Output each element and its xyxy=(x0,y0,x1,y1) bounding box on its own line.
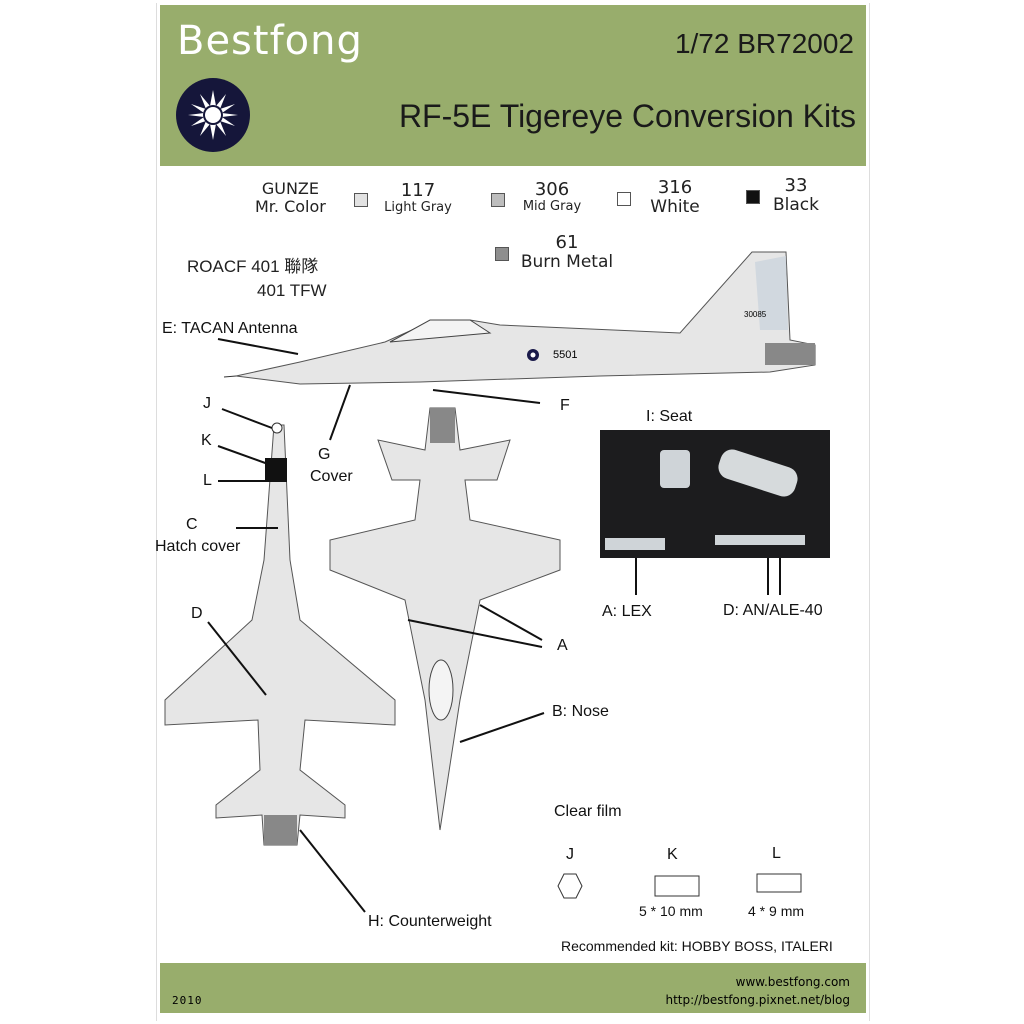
footer-url-website[interactable]: www.bestfong.com xyxy=(735,975,850,989)
kit-title: RF-5E Tigereye Conversion Kits xyxy=(398,98,856,134)
callout-g-cover: Cover xyxy=(310,468,353,485)
callout-a-lex: A: LEX xyxy=(602,603,652,620)
bottom-view-aircraft xyxy=(164,422,396,846)
clear-film-title: Clear film xyxy=(554,803,622,820)
callout-b: B: Nose xyxy=(552,703,609,720)
callout-i-seat: I: Seat xyxy=(646,408,693,425)
tail-number: 30085 xyxy=(744,310,767,319)
swatch-mid-gray xyxy=(491,193,505,207)
clear-film-l-label: L xyxy=(772,845,781,862)
brand-logo: Bestfong xyxy=(177,18,363,64)
side-view-aircraft xyxy=(223,251,816,385)
callout-f: F xyxy=(560,397,570,414)
roc-roundel-icon xyxy=(176,78,250,152)
swatch-burn-metal xyxy=(495,247,509,261)
recommended-kit: Recommended kit: HOBBY BOSS, ITALERI xyxy=(561,938,833,954)
clear-film-l-size: 4 * 9 mm xyxy=(748,903,805,919)
callout-lines xyxy=(207,338,781,913)
footer-links: www.bestfong.com http://bestfong.pixnet.… xyxy=(665,973,850,1009)
clear-film-k-label: K xyxy=(667,846,678,863)
footer-url-blog[interactable]: http://bestfong.pixnet.net/blog xyxy=(665,993,850,1007)
callout-c: C xyxy=(186,516,198,533)
top-view-aircraft xyxy=(329,407,561,831)
paint-maker: GUNZE Mr. Color xyxy=(255,180,326,215)
seat-part xyxy=(660,450,690,488)
callout-j: J xyxy=(203,395,211,412)
callout-l: L xyxy=(203,472,212,489)
swatch-white xyxy=(617,192,631,206)
callout-a: A xyxy=(557,637,568,654)
nose-part xyxy=(715,446,801,500)
maker-line2: Mr. Color xyxy=(255,196,326,216)
footer-year: 2010 xyxy=(172,994,203,1007)
swatch-black xyxy=(746,190,760,204)
callout-c-hatch: Hatch cover xyxy=(155,538,241,555)
callout-d-ale40: D: AN/ALE-40 xyxy=(723,602,823,619)
swatch-light-gray xyxy=(354,193,368,207)
resin-parts-photo xyxy=(600,430,830,558)
callout-h: H: Counterweight xyxy=(368,913,492,930)
clear-film-j-shape xyxy=(557,873,583,899)
maker-line1: GUNZE xyxy=(261,179,319,198)
lex-part xyxy=(605,538,665,550)
clear-film-l-shape xyxy=(756,873,802,893)
callout-e: E: TACAN Antenna xyxy=(162,320,298,337)
callout-k: K xyxy=(201,432,212,449)
kit-code: 1/72 BR72002 xyxy=(674,28,854,59)
footer-banner xyxy=(160,963,866,1013)
callout-d: D xyxy=(191,605,203,622)
header-banner xyxy=(160,5,866,166)
callout-g: G xyxy=(318,446,331,463)
small-parts xyxy=(715,535,805,545)
unit-label: ROACF 401 聯隊 401 TFW xyxy=(187,257,327,300)
aircraft-serial: 5501 xyxy=(553,349,578,361)
clear-film-k-size: 5 * 10 mm xyxy=(639,903,703,919)
clear-film-k-shape xyxy=(654,875,700,897)
clear-film-j-label: J xyxy=(566,846,574,863)
